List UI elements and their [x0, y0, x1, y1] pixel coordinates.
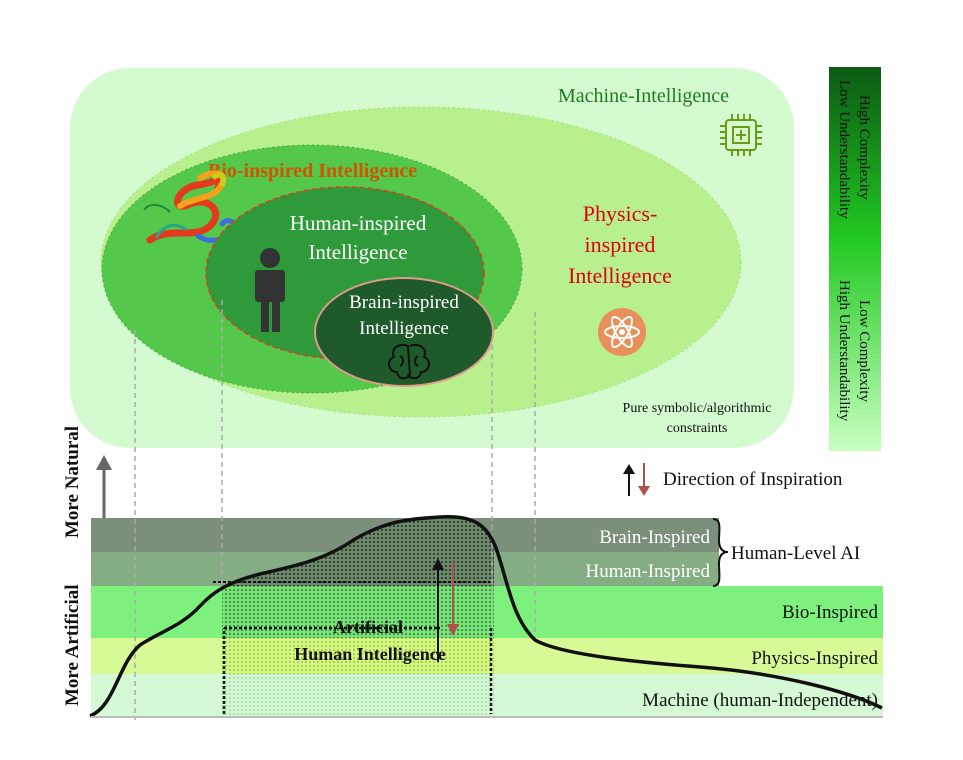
distribution-curve [89, 515, 883, 718]
ahi-box [222, 626, 493, 714]
chip-icon [720, 114, 762, 156]
brain-inspired-label-line1: Brain-inspired [349, 292, 459, 313]
complexity-gradient-bar [829, 67, 881, 451]
symbolic-constraints-line2: constraints [667, 421, 728, 436]
human-level-brace [712, 518, 729, 587]
ahi-up-arrow-head-icon [432, 558, 444, 570]
physics-inspired-label-line1: Physics- [583, 201, 658, 226]
brain-inspired-region [314, 277, 494, 387]
ahi-down-arrow-head-icon [447, 624, 459, 636]
brain-icon [388, 344, 430, 380]
ahi-label-line2: Human Intelligence [294, 644, 446, 664]
human-inspired-label-line2: Intelligence [308, 240, 407, 264]
direction-of-inspiration-label: Direction of Inspiration [663, 469, 843, 490]
bio-inspired-label: Bio-inspired Intelligence [208, 160, 417, 182]
connector-lines [134, 300, 536, 720]
symbolic-constraints-line1: Pure symbolic/algorithmic [623, 401, 772, 416]
complexity-low-line1: Low Complexity [856, 300, 872, 403]
human-level-ai-label: Human-Level AI [731, 543, 860, 564]
complexity-low-line2: High Understandability [836, 280, 852, 422]
more-natural-label: More Natural [62, 426, 83, 538]
brain-inspired-label-line2: Intelligence [359, 318, 449, 339]
bio-inspired-band-label: Bio-Inspired [782, 602, 879, 623]
machine-band-label: Machine (human-Independent) [642, 690, 878, 711]
brain-inspired-band-label: Brain-Inspired [599, 527, 710, 548]
human-inspired-label-line1: Human-inspired [290, 211, 427, 235]
machine-intelligence-label: Machine-Intelligence [558, 85, 729, 107]
physics-inspired-band-label: Physics-Inspired [751, 648, 878, 669]
ahi-label-line1: Artificial [333, 617, 403, 637]
direction-arrows-icon [623, 463, 650, 496]
axis-up-arrow-icon [96, 455, 112, 470]
person-icon [255, 248, 285, 332]
physics-inspired-label-line2: inspired [585, 232, 656, 257]
human-inspired-band-label: Human-Inspired [585, 561, 710, 582]
complexity-high-line1: High Complexity [856, 95, 872, 200]
complexity-high-line2: Low Understandability [836, 80, 852, 219]
atom-icon [598, 308, 646, 356]
more-artificial-label: More Artificial [62, 584, 83, 706]
physics-inspired-label-line3: Intelligence [568, 263, 672, 288]
